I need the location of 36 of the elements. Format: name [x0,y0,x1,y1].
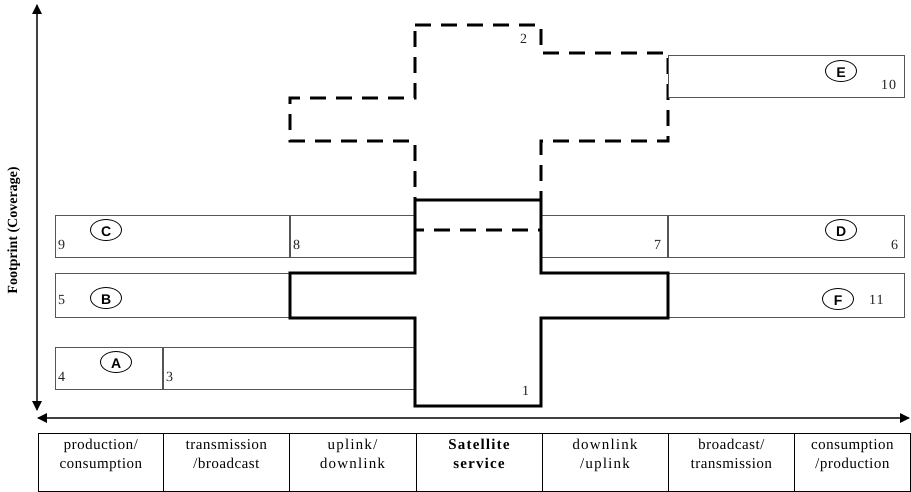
segment-box [290,215,415,258]
segment-box [163,347,415,390]
segment-number: 1 [522,384,530,400]
table-cell: Satellite service [416,433,543,492]
segment-box [668,55,905,98]
segment-box [541,215,668,258]
table-cell: broadcast/ transmission [668,433,795,492]
segment-number: 2 [520,32,528,48]
segment-number: 6 [891,238,899,254]
segment-number: 9 [58,238,66,254]
service-outline [290,200,668,406]
table-cell: production/ consumption [38,433,164,492]
dashed-outline [290,25,668,230]
letter-circle: A [100,351,132,373]
segment-number: 7 [654,238,662,254]
table-cell: transmission /broadcast [163,433,290,492]
table-cell: downlink /uplink [542,433,669,492]
segment-number: 5 [58,293,66,309]
segment-number: 8 [293,238,301,254]
segment-number: 10 [881,78,897,94]
table-cell: consumption /production [794,433,911,492]
segment-box [55,215,290,258]
letter-circle: F [822,288,854,310]
segment-box [55,347,163,390]
segment-number: 4 [58,370,66,386]
segment-number: 11 [869,293,884,309]
axis-title: Footprint (Coverage) [6,166,22,294]
table-cell: uplink/ downlink [289,433,417,492]
segment-box [668,273,905,318]
letter-circle: B [90,287,122,309]
letter-circle: E [825,60,857,82]
segment-box [668,215,905,258]
segment-number: 3 [166,370,174,386]
letter-circle: C [90,219,122,241]
segment-box [55,273,290,318]
letter-circle: D [825,219,857,241]
